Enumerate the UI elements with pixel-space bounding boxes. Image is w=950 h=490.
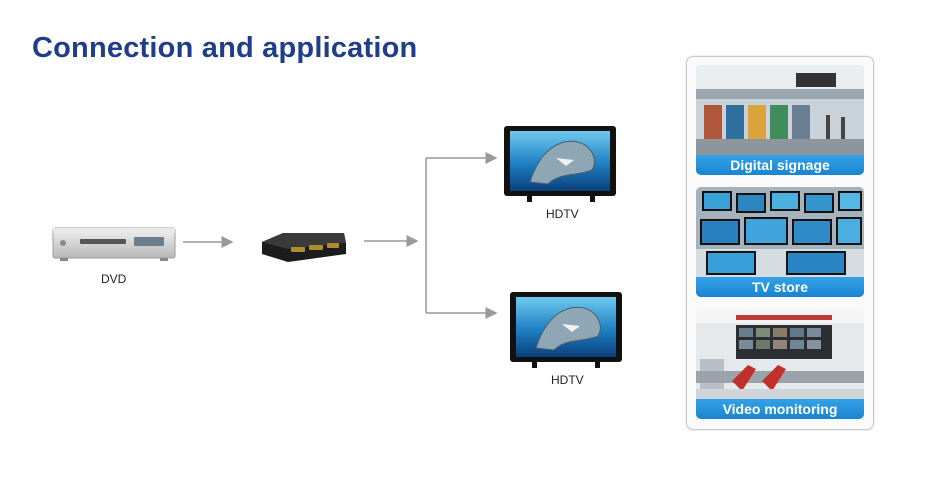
- hdtv-bottom-icon: [510, 292, 622, 368]
- application-label: Video monitoring: [696, 399, 864, 419]
- hdtv-bottom-label: HDTV: [551, 373, 584, 387]
- hdmi-splitter-icon: [262, 233, 346, 262]
- dvd-label: DVD: [101, 272, 127, 286]
- dvd-player-icon: [52, 227, 176, 261]
- hdtv-top-label: HDTV: [546, 207, 579, 221]
- hdtv-top-icon: [504, 126, 616, 202]
- page-title: Connection and application: [32, 32, 418, 64]
- application-card-video-monitoring: Video monitoring: [696, 309, 864, 419]
- application-label: Digital signage: [696, 155, 864, 175]
- applications-panel: Digital signage TV store: [686, 56, 874, 430]
- application-card-tv-store: TV store: [696, 187, 864, 297]
- application-label: TV store: [696, 277, 864, 297]
- application-card-digital-signage: Digital signage: [696, 65, 864, 175]
